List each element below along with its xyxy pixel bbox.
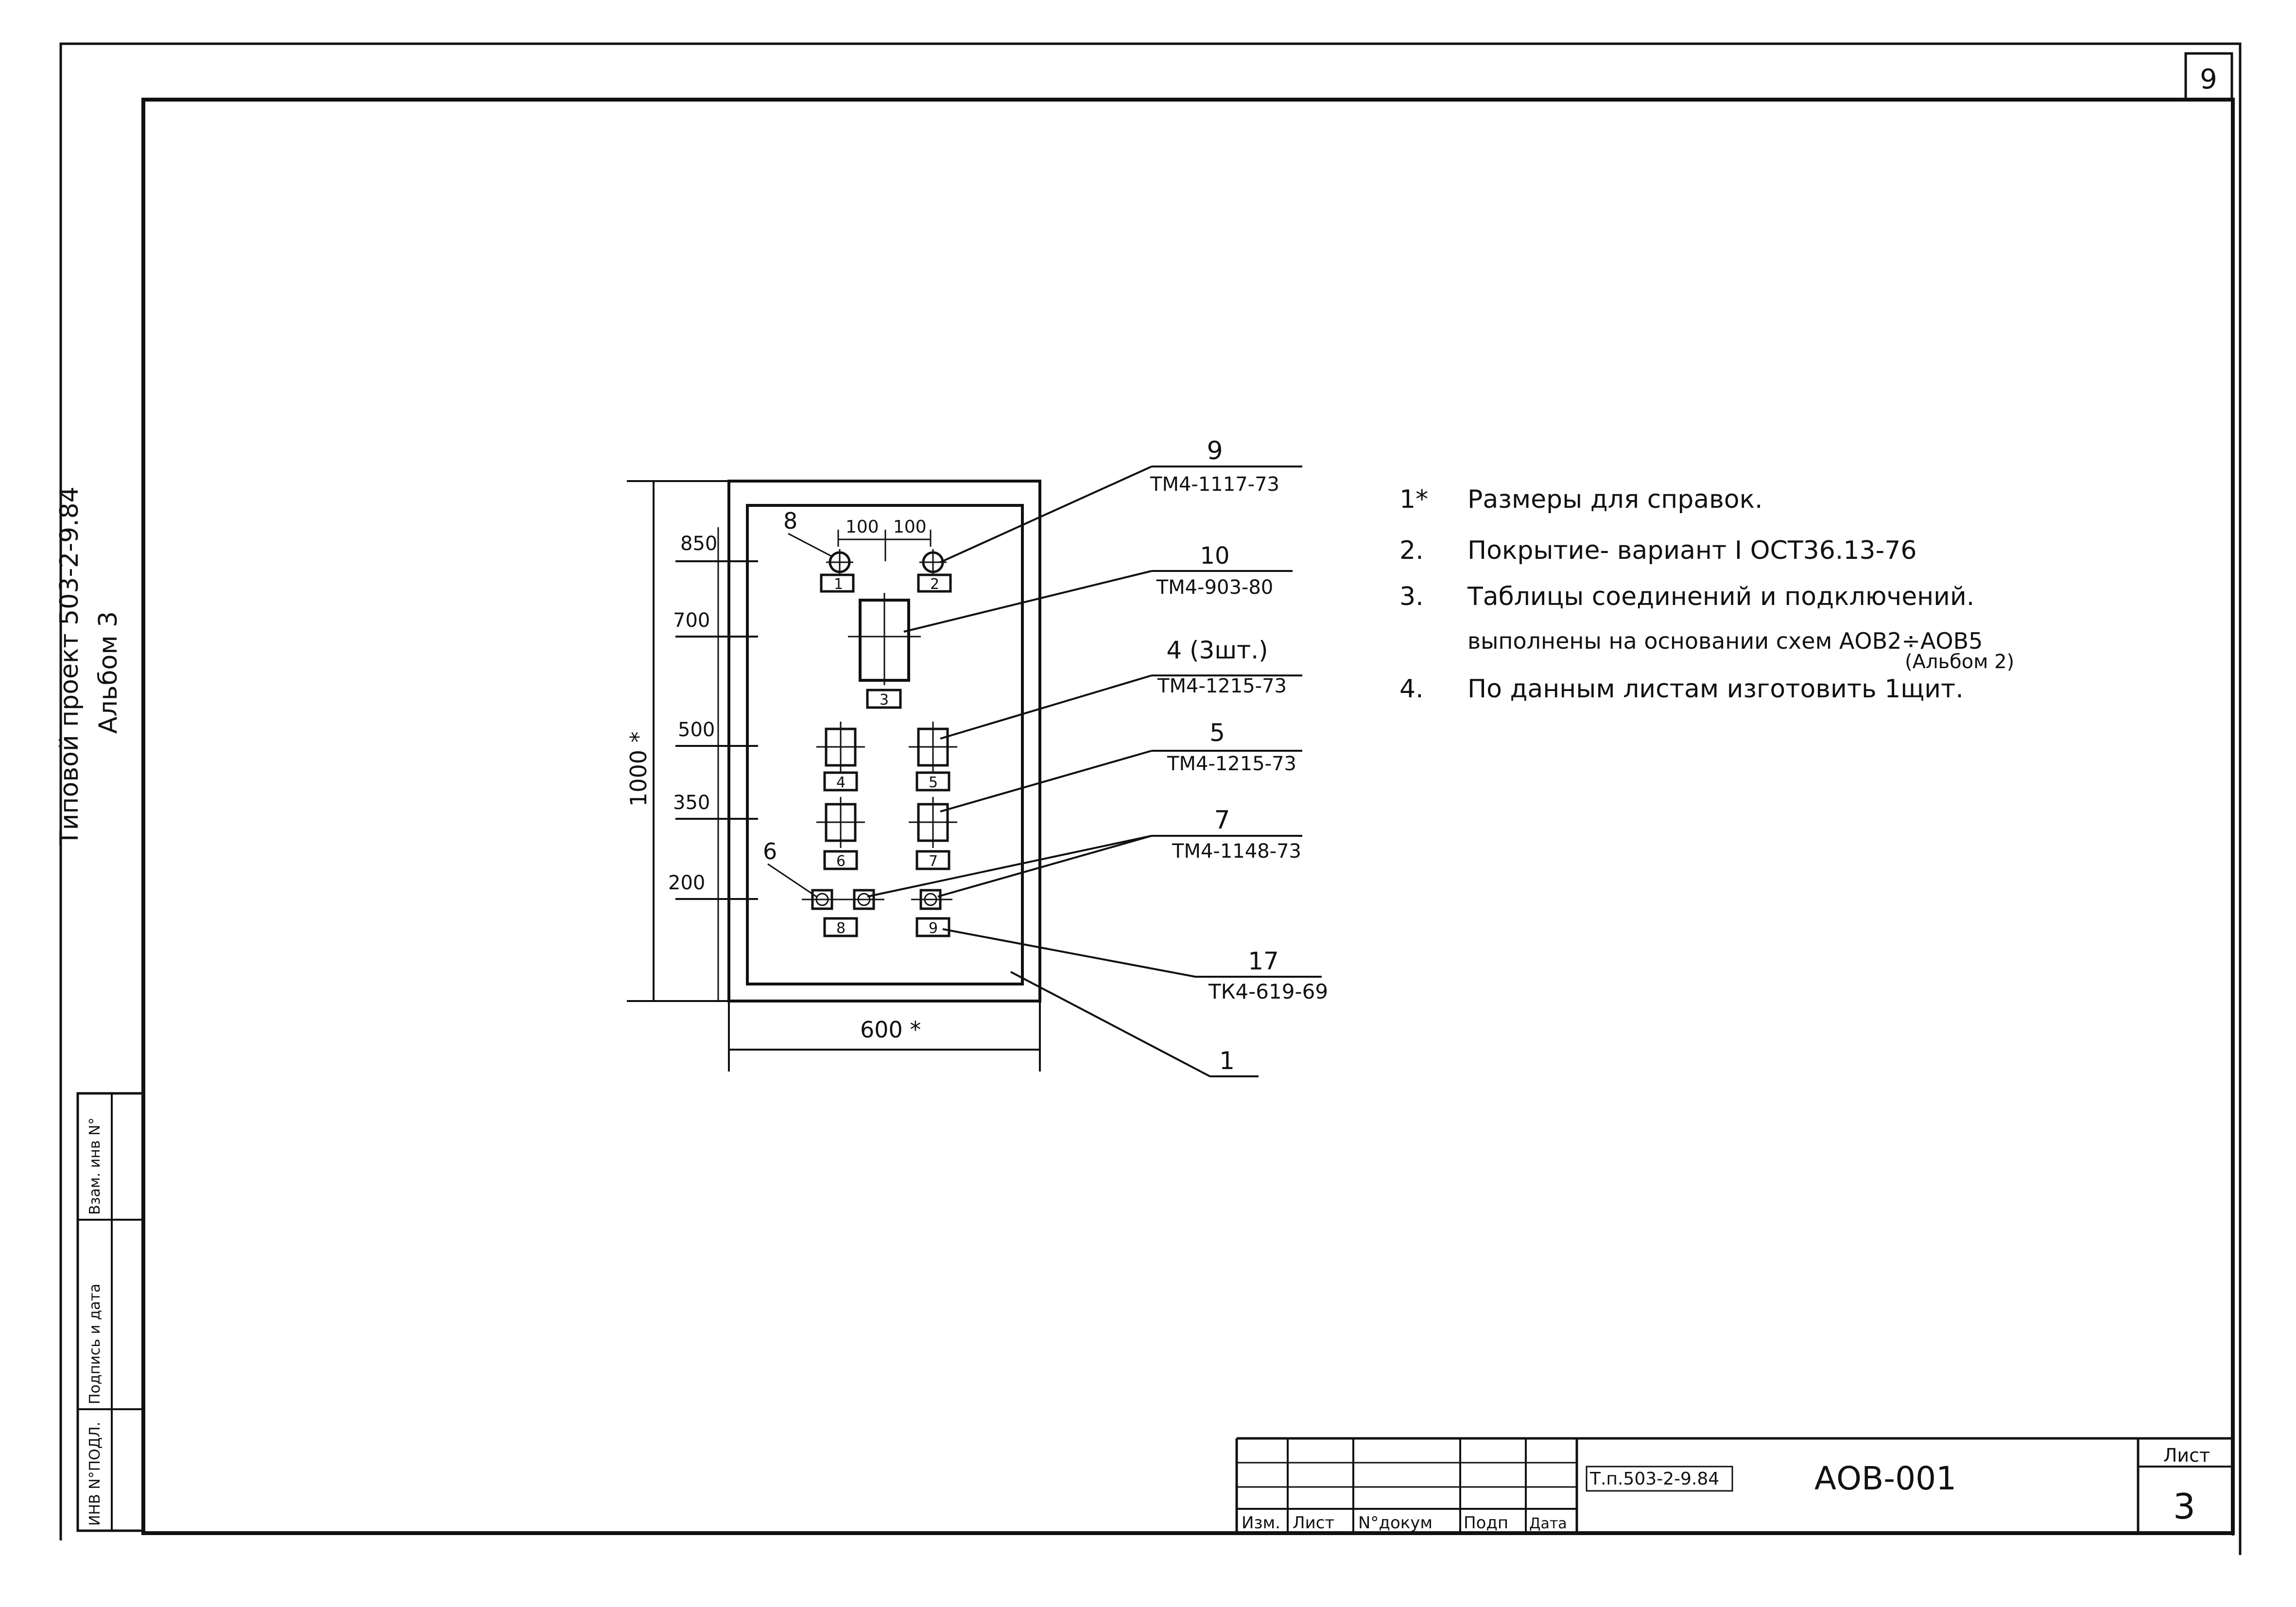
level-mark-500: 500 <box>678 719 715 741</box>
callout-9-doc: ТМ4-1117-73 <box>1150 473 1279 496</box>
margin-field-replace-inv: Взам. инв N° <box>86 1118 104 1215</box>
col-izm: Изм. <box>1242 1513 1280 1533</box>
plate-9 <box>915 917 950 937</box>
callout-17-doc: ТК4-619-69 <box>1208 980 1328 1003</box>
panel-drawing: 1000 * 850 700 500 350 200 100 100 1 2 8 <box>625 436 1328 1077</box>
callout-1-pos: 1 <box>1219 1047 1235 1075</box>
col-data: Дата <box>1529 1515 1567 1532</box>
overall-width-label: 600 * <box>860 1017 921 1043</box>
svg-text:7: 7 <box>929 853 938 870</box>
project-code: Т.п.503-2-9.84 <box>1589 1469 1719 1489</box>
callout-4-pos: 4 (3шт.) <box>1166 636 1268 664</box>
svg-text:2: 2 <box>930 576 939 593</box>
svg-text:1: 1 <box>834 576 843 593</box>
svg-text:5: 5 <box>929 774 938 791</box>
note-3-line3: (Альбом 2) <box>1905 651 2014 673</box>
note-3-text: Таблицы соединений и подключений. <box>1467 582 1974 611</box>
callout-4-doc: ТМ4-1215-73 <box>1157 675 1287 697</box>
level-mark-850: 850 <box>680 533 717 555</box>
plate-2 <box>917 573 952 593</box>
page-number-box <box>2184 52 2233 101</box>
callout-5-pos: 5 <box>1209 719 1225 747</box>
label-pos-8: 8 <box>783 508 797 534</box>
callout-17-pos: 17 <box>1248 947 1279 975</box>
title-block: Изм. Лист N°докум Подп Дата Т.п.503-2-9.… <box>1235 1437 2233 1533</box>
plate-5 <box>915 771 950 792</box>
notes-block: 1* Размеры для справок. 2. Покрытие- вар… <box>1399 485 2014 704</box>
plate-6 <box>823 850 858 870</box>
spacing-dim-left: 100 <box>846 517 879 537</box>
callout-10-doc: ТМ4-903-80 <box>1156 576 1274 599</box>
callout-7-pos: 7 <box>1214 806 1230 835</box>
side-stamp-project: Типовой проект 503-2-9.84 <box>55 486 84 846</box>
page-number: 9 <box>2200 64 2217 95</box>
svg-text:8: 8 <box>836 920 846 937</box>
margin-field-signature: Подпись и дата <box>86 1284 104 1405</box>
sheet-number: 3 <box>2173 1486 2195 1527</box>
callout-10-pos: 10 <box>1200 542 1229 570</box>
panel-inner-outline <box>746 504 1024 985</box>
document-code: АОВ-001 <box>1814 1460 1956 1497</box>
note-3-line2: выполнены на основании схем АОВ2÷АОВ5 <box>1467 628 1983 654</box>
callout-5-doc: ТМ4-1215-73 <box>1167 753 1296 775</box>
callout-9-pos: 9 <box>1207 436 1223 466</box>
note-2-text: Покрытие- вариант I ОСТ36.13-76 <box>1467 536 1916 565</box>
plate-1 <box>820 573 855 593</box>
callout-7-doc: ТМ4-1148-73 <box>1172 840 1301 863</box>
spacing-dim-right: 100 <box>893 517 927 537</box>
level-mark-350: 350 <box>673 792 710 814</box>
plate-7 <box>915 850 950 870</box>
panel-outline <box>727 480 1041 1002</box>
note-4-num: 4. <box>1399 674 1424 704</box>
drawing-frame <box>141 98 2235 1535</box>
side-stamp-album: Альбом 3 <box>94 611 123 734</box>
svg-text:4: 4 <box>836 774 846 791</box>
margin-field-inv: ИНВ N°ПОДЛ. <box>86 1422 104 1526</box>
col-podp: Подп <box>1464 1513 1508 1533</box>
col-list: Лист <box>1293 1513 1334 1533</box>
margin-field-table <box>76 1092 145 1532</box>
sheet-outer-border <box>59 42 2242 1555</box>
svg-text:3: 3 <box>880 691 889 708</box>
svg-text:6: 6 <box>836 853 846 870</box>
note-3-num: 3. <box>1399 582 1424 611</box>
note-1-text: Размеры для справок. <box>1467 485 1763 514</box>
note-1-num: 1* <box>1399 485 1428 514</box>
svg-text:9: 9 <box>929 920 938 937</box>
plate-4 <box>823 771 858 792</box>
sheet-label: Лист <box>2163 1445 2210 1466</box>
col-ndokum: N°докум <box>1358 1513 1433 1533</box>
level-mark-700: 700 <box>673 609 710 632</box>
plate-3 <box>866 689 902 709</box>
overall-height-label: 1000 * <box>625 731 652 807</box>
level-mark-200: 200 <box>668 872 705 894</box>
note-4-text: По данным листам изготовить 1щит. <box>1467 674 1964 704</box>
plate-8 <box>823 917 858 937</box>
note-2-num: 2. <box>1399 536 1424 565</box>
label-pos-6: 6 <box>763 838 777 864</box>
